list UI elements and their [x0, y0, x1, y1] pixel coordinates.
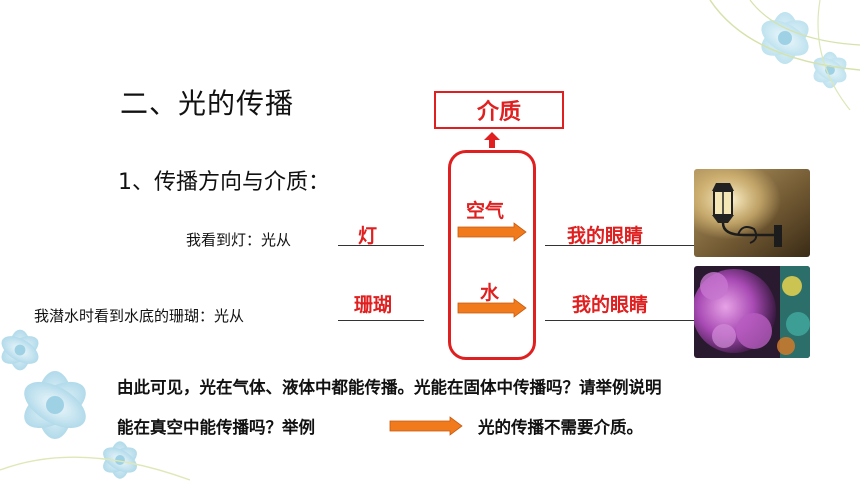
flower-decoration-top-right: [709, 0, 860, 111]
row2-target-answer: 我的眼睛: [572, 294, 649, 316]
row2-source-answer: 珊瑚: [354, 294, 393, 316]
row1-source-blank: [338, 245, 424, 246]
lamp-photo: [694, 169, 810, 257]
medium-air-label: 空气: [466, 200, 505, 222]
subsection-heading: 1、传播方向与介质：: [118, 170, 330, 195]
medium-container: [448, 150, 536, 360]
up-arrow-icon: [484, 132, 500, 148]
row2-source-blank: [338, 320, 424, 321]
medium-water-label: 水: [480, 282, 500, 304]
conclusion-line-1: 由此可见，光在气体、液体中都能传播。光能在固体中传播吗？请举例说明: [117, 378, 662, 397]
coral-photo: [694, 266, 810, 358]
right-arrow-icon: [457, 222, 527, 242]
row1-target-answer: 我的眼睛: [567, 225, 644, 247]
section-heading: 二、光的传播: [120, 87, 295, 120]
right-arrow-icon: [457, 298, 527, 318]
conclusion-line-2-left: 能在真空中能传播吗？举例: [117, 418, 315, 437]
row1-source-answer: 灯: [358, 225, 378, 247]
row1-target-blank: [545, 245, 695, 246]
medium-label-box: 介质: [434, 91, 564, 129]
row2-target-blank: [545, 320, 695, 321]
row2-prefix: 我潜水时看到水底的珊瑚：光从: [34, 307, 245, 325]
conclusion-line-2-right: 光的传播不需要介质。: [478, 418, 643, 437]
right-arrow-icon: [389, 416, 463, 436]
row1-prefix: 我看到灯：光从: [186, 231, 292, 249]
flower-decoration-bottom-left: [0, 329, 190, 481]
